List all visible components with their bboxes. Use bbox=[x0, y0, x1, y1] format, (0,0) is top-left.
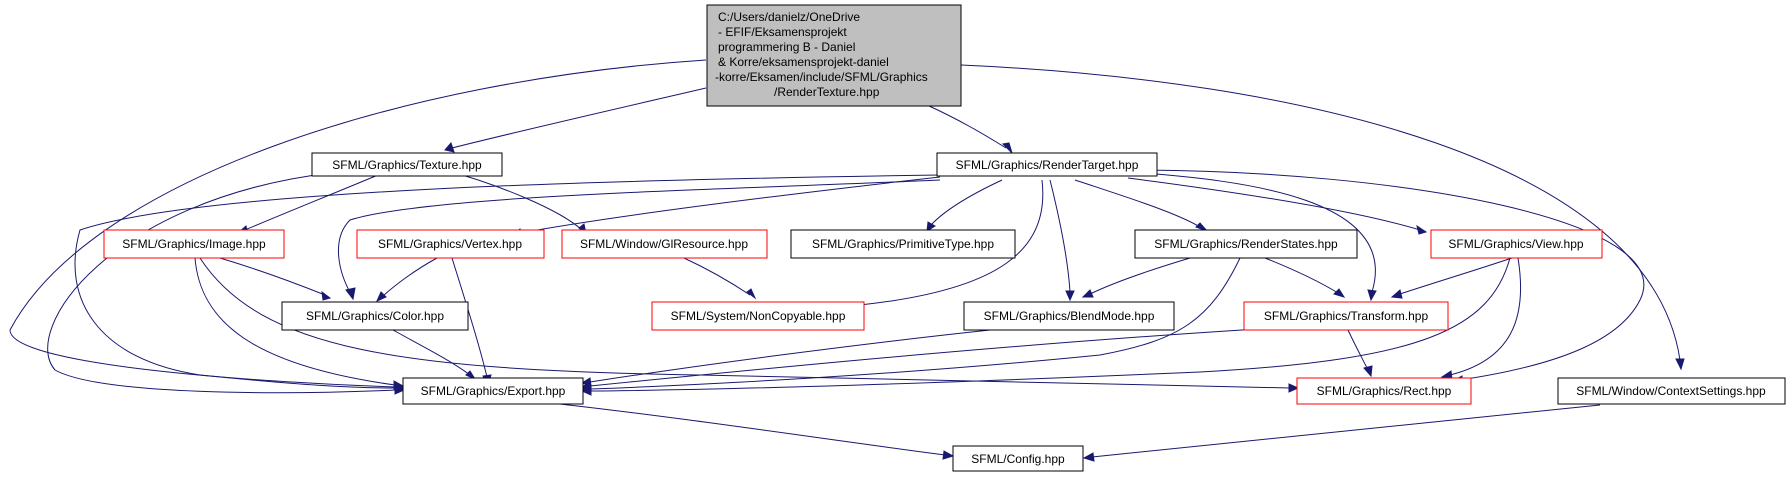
root-line-6: /RenderTexture.hpp bbox=[774, 85, 880, 99]
edge-image-to-export bbox=[194, 257, 405, 390]
node-color-label: SFML/Graphics/Color.hpp bbox=[306, 309, 444, 323]
node-renderstates-label: SFML/Graphics/RenderStates.hpp bbox=[1154, 237, 1338, 251]
edge-view-to-rect bbox=[1440, 257, 1522, 380]
edge-texture-to-glresource bbox=[444, 169, 587, 236]
root-line-4: & Korre/eksamensprojekt-daniel bbox=[718, 55, 889, 69]
node-rect[interactable]: SFML/Graphics/Rect.hpp bbox=[1296, 377, 1472, 405]
edge-export-to-config bbox=[559, 403, 955, 460]
node-config[interactable]: SFML/Config.hpp bbox=[952, 445, 1084, 472]
edge-root-to-contextsettings bbox=[960, 64, 1685, 371]
root-line-5: -korre/Eksamen/include/SFML/Graphics bbox=[715, 70, 928, 84]
edge-root-to-texture bbox=[444, 87, 707, 153]
edge-renderstates-to-transform bbox=[1264, 257, 1346, 298]
node-noncopyable-label: SFML/System/NonCopyable.hpp bbox=[671, 309, 846, 323]
edge-color-to-export bbox=[392, 329, 477, 381]
node-view[interactable]: SFML/Graphics/View.hpp bbox=[1430, 229, 1603, 259]
node-rect-label: SFML/Graphics/Rect.hpp bbox=[1317, 384, 1452, 398]
node-texture[interactable]: SFML/Graphics/Texture.hpp bbox=[311, 152, 503, 177]
edge-rendertarget-to-color bbox=[337, 179, 941, 301]
edge-view-to-transform bbox=[1390, 257, 1513, 299]
node-color[interactable]: SFML/Graphics/Color.hpp bbox=[281, 301, 469, 331]
edge-image-to-color bbox=[219, 257, 332, 301]
node-config-label: SFML/Config.hpp bbox=[971, 452, 1065, 466]
edge-rendertarget-to-blendmode bbox=[1049, 179, 1075, 302]
dependency-nodes: C:/Users/danielz/OneDrive - EFIF/Eksamen… bbox=[103, 4, 1786, 472]
node-texture-label: SFML/Graphics/Texture.hpp bbox=[332, 158, 482, 172]
root-line-1: C:/Users/danielz/OneDrive bbox=[718, 10, 860, 24]
edge-rendertarget-to-vertex bbox=[511, 176, 941, 238]
node-rendertarget[interactable]: SFML/Graphics/RenderTarget.hpp bbox=[936, 152, 1158, 177]
edge-root-to-rendertarget bbox=[926, 104, 1013, 154]
edge-transform-to-rect bbox=[1347, 329, 1373, 378]
node-transform-label: SFML/Graphics/Transform.hpp bbox=[1264, 309, 1429, 323]
node-renderstates[interactable]: SFML/Graphics/RenderStates.hpp bbox=[1134, 229, 1358, 259]
node-contextsettings-label: SFML/Window/ContextSettings.hpp bbox=[1576, 384, 1766, 398]
node-view-label: SFML/Graphics/View.hpp bbox=[1448, 237, 1584, 251]
node-blendmode[interactable]: SFML/Graphics/BlendMode.hpp bbox=[963, 301, 1175, 331]
node-image-label: SFML/Graphics/Image.hpp bbox=[122, 237, 266, 251]
node-image[interactable]: SFML/Graphics/Image.hpp bbox=[103, 229, 285, 259]
node-export-label: SFML/Graphics/Export.hpp bbox=[421, 384, 566, 398]
edge-rendertarget-to-transform bbox=[1127, 171, 1377, 302]
edge-rendertarget-to-rect bbox=[1127, 169, 1645, 386]
node-glresource-label: SFML/Window/GlResource.hpp bbox=[580, 237, 748, 251]
node-primitivetype-label: SFML/Graphics/PrimitiveType.hpp bbox=[812, 237, 994, 251]
edge-rendertarget-to-export bbox=[74, 174, 941, 393]
node-vertex-label: SFML/Graphics/Vertex.hpp bbox=[378, 237, 522, 251]
root-line-3: programmering B - Daniel bbox=[718, 40, 855, 54]
edge-renderstates-to-blendmode bbox=[1081, 257, 1191, 298]
node-glresource[interactable]: SFML/Window/GlResource.hpp bbox=[561, 229, 768, 259]
node-blendmode-label: SFML/Graphics/BlendMode.hpp bbox=[984, 309, 1155, 323]
node-vertex[interactable]: SFML/Graphics/Vertex.hpp bbox=[356, 229, 545, 259]
edge-contextsettings-to-config bbox=[1082, 404, 1601, 462]
edge-vertex-to-color bbox=[376, 257, 438, 302]
node-export[interactable]: SFML/Graphics/Export.hpp bbox=[402, 377, 584, 405]
node-contextsettings[interactable]: SFML/Window/ContextSettings.hpp bbox=[1557, 377, 1786, 405]
node-rendertexture-root[interactable]: C:/Users/danielz/OneDrive - EFIF/Eksamen… bbox=[706, 4, 962, 107]
node-rendertarget-label: SFML/Graphics/RenderTarget.hpp bbox=[956, 158, 1139, 172]
edge-rendertarget-to-renderstates bbox=[1074, 179, 1208, 232]
edge-texture-to-image bbox=[236, 174, 379, 235]
edge-blendmode-to-export bbox=[580, 329, 991, 387]
node-noncopyable[interactable]: SFML/System/NonCopyable.hpp bbox=[651, 301, 865, 331]
edge-texture-to-export bbox=[47, 172, 406, 395]
node-transform[interactable]: SFML/Graphics/Transform.hpp bbox=[1243, 301, 1449, 331]
edge-rendertarget-to-view bbox=[1127, 177, 1428, 235]
edge-rendertarget-to-primitivetype bbox=[926, 179, 1003, 232]
edge-glresource-to-noncopyable bbox=[683, 257, 757, 300]
node-primitivetype[interactable]: SFML/Graphics/PrimitiveType.hpp bbox=[790, 229, 1016, 259]
root-line-2: - EFIF/Eksamensprojekt bbox=[718, 25, 847, 39]
edge-transform-to-export bbox=[580, 328, 1259, 391]
